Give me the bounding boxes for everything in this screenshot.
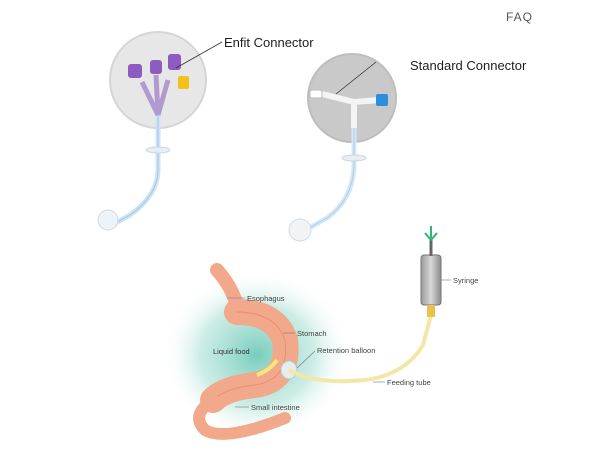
enfit-yellow-port (178, 76, 189, 89)
liquid-food (256, 358, 279, 377)
down-arrow-icon (424, 226, 438, 242)
liquid-food-label: Liquid food (213, 347, 250, 356)
enfit-flange (145, 146, 171, 154)
syringe-label: Syringe (453, 276, 478, 285)
retention-balloon-label: Retention balloon (317, 346, 375, 355)
small-intestine (193, 394, 291, 440)
enfit-device-illustration (97, 31, 223, 231)
stomach-label: Stomach (297, 329, 327, 338)
feeding-tube (288, 314, 433, 384)
enfit-cap-right (168, 54, 181, 70)
standard-tube-shaft (300, 128, 357, 235)
standard-pointer-line (335, 61, 377, 95)
standard-device-illustration (288, 53, 397, 242)
enfit-cap-left (128, 64, 142, 78)
anatomy-diagram: Esophagus Stomach Liquid food Retention … (165, 226, 478, 440)
enfit-tube-shaft (110, 115, 161, 228)
standard-blue-port (376, 94, 388, 106)
enfit-connector-label: Enfit Connector (224, 35, 314, 50)
standard-white-port (309, 89, 323, 99)
feeding-tube-label: Feeding tube (387, 378, 431, 387)
enfit-base-bolster (97, 209, 119, 231)
leader-lines (227, 279, 451, 408)
enfit-pointer-line (175, 41, 223, 69)
small-intestine-label: Small intestine (251, 403, 300, 412)
enfit-cap-middle (150, 60, 162, 74)
standard-flange (341, 154, 367, 162)
syringe-tip (427, 305, 435, 317)
syringe-barrel (420, 254, 442, 306)
corner-header-text: FAQ (506, 10, 534, 24)
standard-connector-label: Standard Connector (410, 58, 527, 73)
esophagus-label: Esophagus (247, 294, 285, 303)
standard-base-bolster (288, 218, 312, 242)
